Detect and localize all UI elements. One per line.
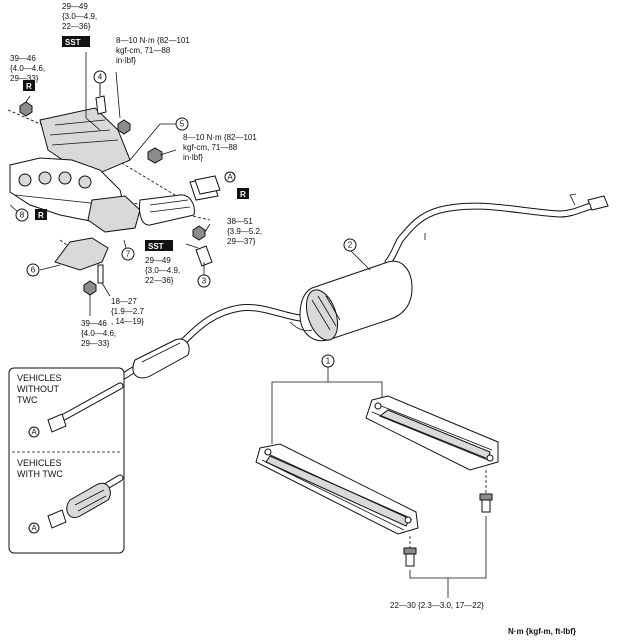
torque-text-line: 38—51 xyxy=(227,217,253,226)
floor-insulators xyxy=(255,395,499,535)
callout-number: 7 xyxy=(126,250,131,259)
torque-text-line: 22—36} xyxy=(145,276,174,285)
torque-text-line: VEHICLES xyxy=(17,458,62,468)
nut-converter xyxy=(192,225,206,241)
replace-tag-flange: R xyxy=(237,188,249,199)
callout-1-bracket xyxy=(271,381,383,444)
callout-number: 8 xyxy=(20,211,25,220)
torque-text-line: R xyxy=(38,211,44,220)
torque-text-line: {4.0—4.6, xyxy=(10,64,45,73)
callout-number: 6 xyxy=(31,266,36,275)
manifold-assembly xyxy=(7,85,221,296)
torque-text-line: 22—36} xyxy=(62,22,91,31)
torque-text-line: , 14—19} xyxy=(111,317,144,326)
callout-1: 1 xyxy=(321,354,335,368)
sst-tag-upper: SST xyxy=(62,36,90,47)
torque-text-line: TWC xyxy=(17,395,38,405)
gasket-flange xyxy=(194,175,221,195)
tailpipe-tip xyxy=(424,193,609,240)
torque-text-line: WITHOUT xyxy=(17,384,59,394)
bolt-heat-insulator xyxy=(147,147,163,164)
sst-tag-lower: SST xyxy=(145,240,173,251)
twc-variant-inset: VEHICLES WITHOUT TWC A VEHICLES WITH TWC… xyxy=(8,367,125,554)
callout-7: 7 xyxy=(121,247,135,261)
torque-label-t1: 29—49 {3.0—4.9, 22—36} xyxy=(62,2,97,31)
replace-tag-upper: R xyxy=(23,80,35,91)
nut-upper-left xyxy=(19,101,33,117)
torque-text-line: 18—27 xyxy=(111,297,137,306)
callout-6: 6 xyxy=(26,263,40,277)
torque-text-line: 29—49 xyxy=(62,2,88,11)
callout-2: 2 xyxy=(343,238,357,252)
torque-label-t4: 8—10 N·m {82—101 kgf-cm, 71—88 in·lbf} xyxy=(183,133,257,162)
callout-8: 8 xyxy=(15,208,29,222)
torque-text-line: 29—33} xyxy=(10,74,39,83)
torque-text-line: in·lbf} xyxy=(183,153,203,162)
torque-label-t5: 38—51 {3.9—5.2, 29—37} xyxy=(227,217,262,246)
torque-text-line: 29—33} xyxy=(81,339,110,348)
torque-text-line: A xyxy=(31,428,37,437)
torque-text-line: VEHICLES xyxy=(17,373,62,383)
torque-text-line: SST xyxy=(65,38,81,47)
torque-label-t2: 8—10 N·m {82—101 kgf-cm, 71—88 in·lbf} xyxy=(116,36,190,65)
inset-without-twc: VEHICLES WITHOUT TWC A xyxy=(17,373,124,438)
torque-text-line: 39—46 xyxy=(81,319,107,328)
torque-text-line: {3.0—4.9, xyxy=(62,12,97,21)
callout-number: 4 xyxy=(98,73,103,82)
torque-text-line: {4.0—4.6, xyxy=(81,329,116,338)
torque-text-line: kgf-cm, 71—88 xyxy=(183,143,238,152)
torque-text-line: 29—37} xyxy=(227,237,256,246)
torque-text-line: 8—10 N·m {82—101 xyxy=(183,133,257,142)
torque-text-line: {3.0—4.9, xyxy=(145,266,180,275)
main-silencer xyxy=(289,260,413,342)
callout-4: 4 xyxy=(93,70,107,84)
torque-text-line: 29—49 xyxy=(145,256,171,265)
torque-text-line: kgf-cm, 71—88 xyxy=(116,46,171,55)
torque-text-line: R xyxy=(240,190,246,199)
torque-text-line: {3.9—5.2, xyxy=(227,227,262,236)
callout-number: 1 xyxy=(326,357,331,366)
unit-note: N·m {kgf-m, ft-lbf} xyxy=(508,627,576,636)
ref-a-upper: A xyxy=(224,171,236,183)
torque-text-line: SST xyxy=(148,242,164,251)
callout-number: 5 xyxy=(180,120,185,129)
torque-label-t9: 22—30 {2.3—3.0, 17—22} xyxy=(390,601,484,610)
torque-text-line: 8—10 N·m {82—101 xyxy=(116,36,190,45)
torque-label-t7: 18—27 {1.9—2.7 , 14—19} xyxy=(111,297,144,326)
torque-text-line: WITH TWC xyxy=(17,469,63,479)
torque-label-t6: 29—49 {3.0—4.9, 22—36} xyxy=(145,256,180,285)
nut-heat-insulator xyxy=(117,119,131,135)
torque-text-line: A xyxy=(227,173,233,182)
torque-text-line: 39—46 xyxy=(10,54,36,63)
callout-number: 2 xyxy=(348,241,353,250)
inset-with-twc: VEHICLES WITH TWC A xyxy=(17,458,124,534)
torque-label-t3: 39—46 {4.0—4.6, 29—33} xyxy=(10,54,45,83)
torque-text-line: in·lbf} xyxy=(116,56,136,65)
leader-lines xyxy=(9,52,371,316)
callout-5: 5 xyxy=(175,117,189,131)
bolt-bracket xyxy=(83,280,97,296)
stud-bolt xyxy=(195,245,213,267)
callout-number: 3 xyxy=(202,277,207,286)
torque-text-line: A xyxy=(31,524,37,533)
torque-text-line: R xyxy=(26,82,32,91)
callout-3: 3 xyxy=(197,274,211,288)
replace-tag-manifold: R xyxy=(35,209,47,220)
center-pipe-resonator xyxy=(132,338,190,379)
torque-text-line: {1.9—2.7 xyxy=(111,307,144,316)
insulator-bolts xyxy=(403,470,493,598)
torque-text-line: 22—30 {2.3—3.0, 17—22} xyxy=(390,601,484,610)
torque-label-t8: 39—46 {4.0—4.6, 29—33} xyxy=(81,319,116,348)
